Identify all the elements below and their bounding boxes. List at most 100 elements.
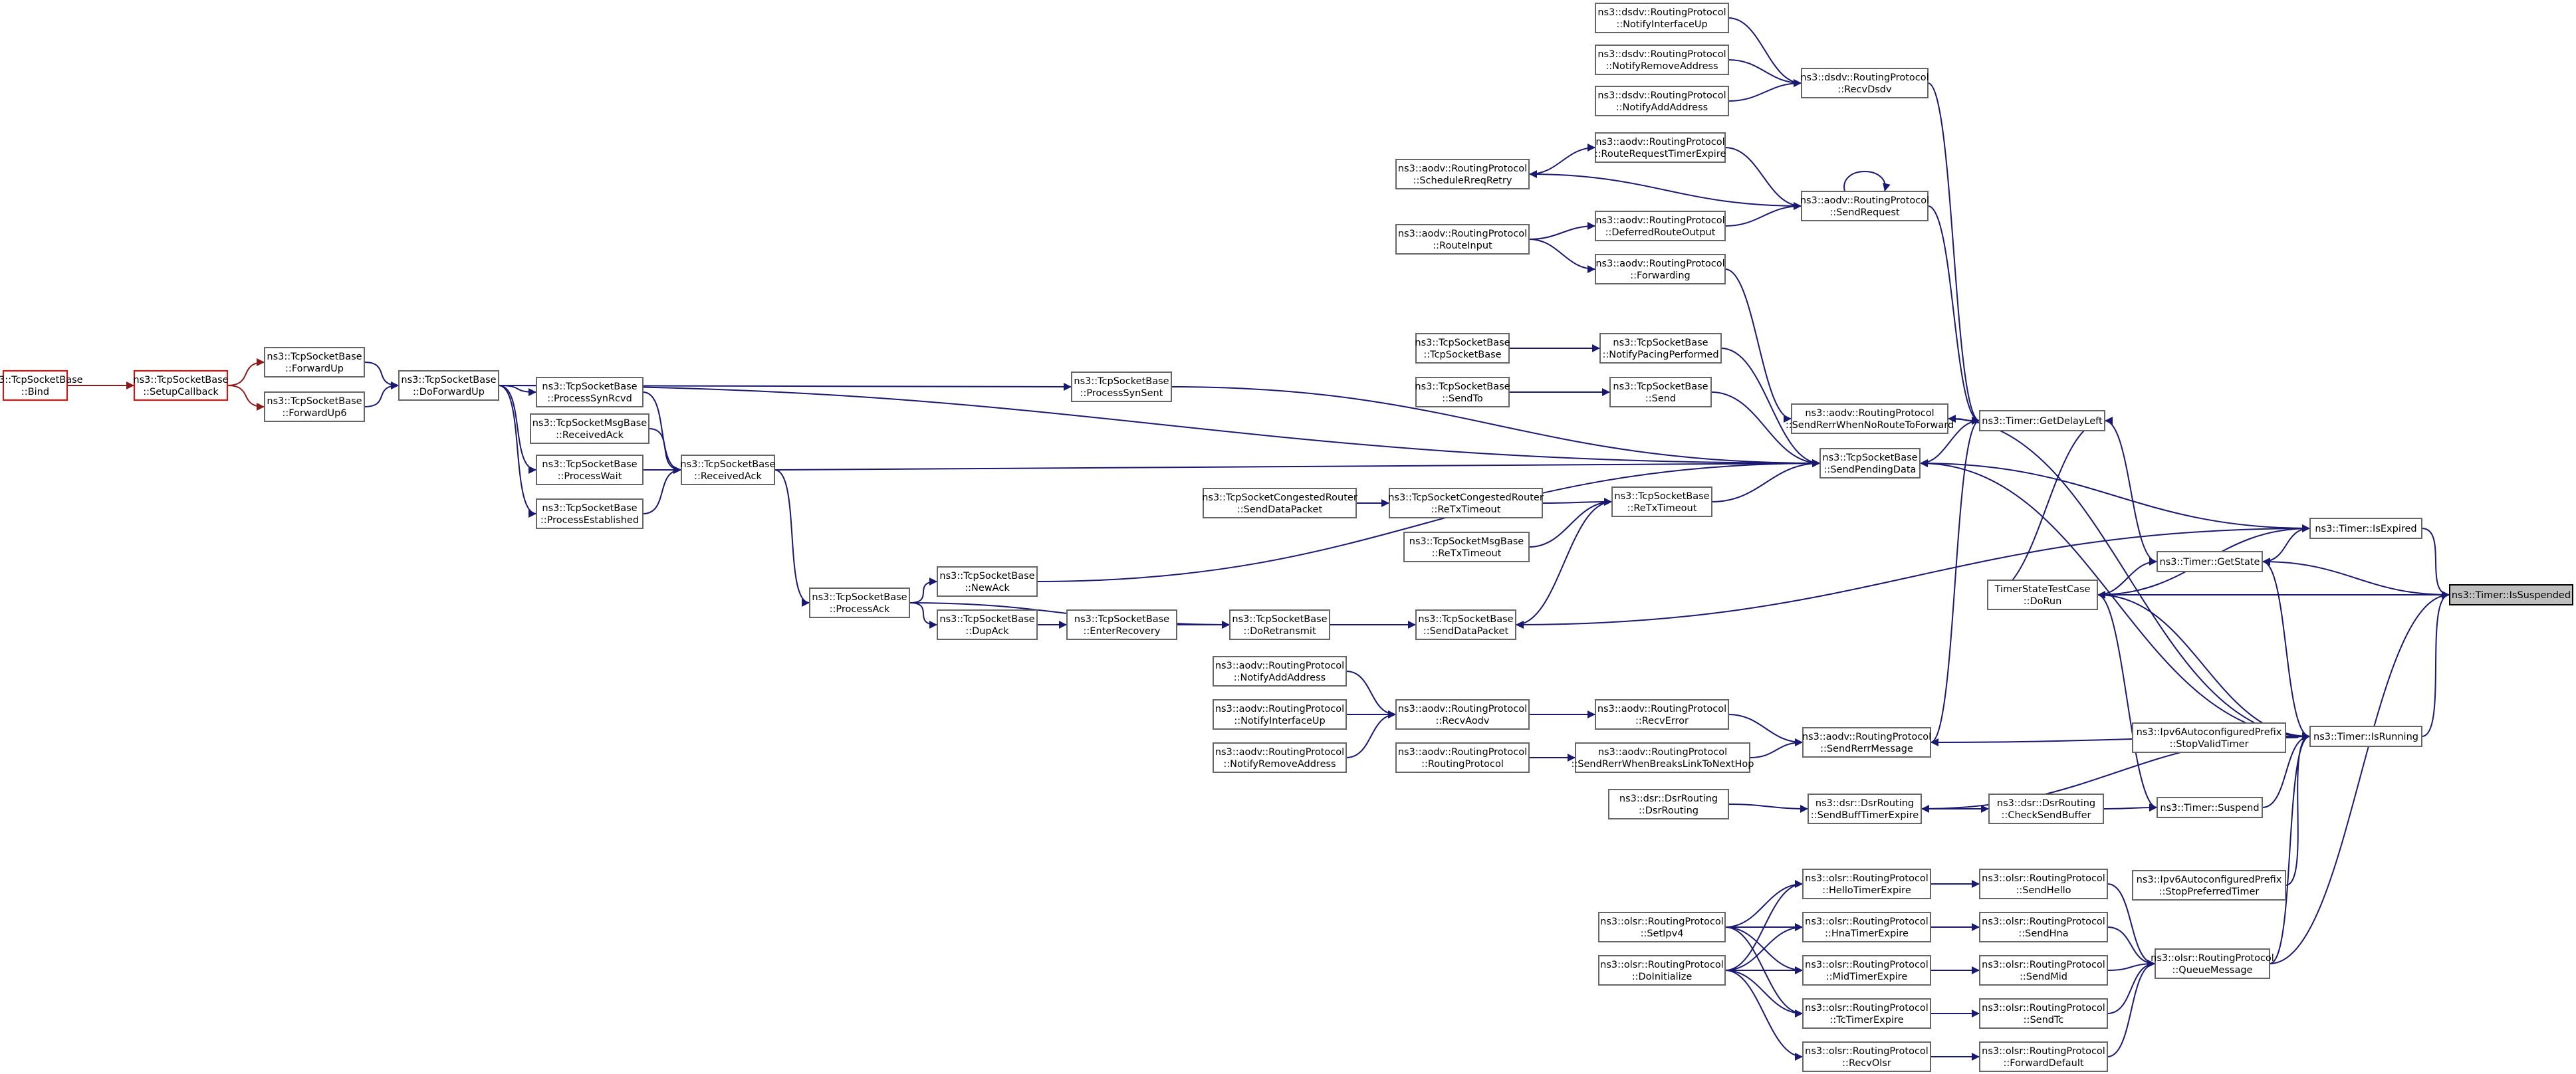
node-do-forward-up[interactable]: ns3::TcpSocketBase::DoForwardUp [398,370,499,401]
call-edge-timer-state-do-run-to-timer-get-delay-left [1987,417,2105,595]
node-setup-callback[interactable]: ns3::TcpSocketBase::SetupCallback [133,370,229,401]
node-send-pending-data[interactable]: ns3::TcpSocketBase::SendPendingData [1819,448,1921,479]
node-aodv-route-req-expire[interactable]: ns3::aodv::RoutingProtocol::RouteRequest… [1595,132,1726,163]
node-olsr-queue-message[interactable]: ns3::olsr::RoutingProtocol::QueueMessage [2151,948,2274,979]
node-label-line2: ::ProcessWait [558,471,622,482]
node-dsr-send-buff-timer[interactable]: ns3::dsr::DsrRouting::SendBuffTimerExpir… [1808,794,1922,824]
node-timer-is-suspended[interactable]: ns3::Timer::IsSuspended [2449,584,2573,605]
node-notify-pacing[interactable]: ns3::TcpSocketBase::NotifyPacingPerforme… [1599,333,1722,364]
node-process-ack[interactable]: ns3::TcpSocketBase::ProcessAck [809,588,910,618]
node-box [1611,486,1712,517]
node-forward-up6[interactable]: ns3::TcpSocketBase::ForwardUp6 [264,391,365,422]
node-tcp-msg-received-ack[interactable]: ns3::TcpSocketMsgBase::ReceivedAck [530,413,649,444]
node-send-to[interactable]: ns3::TcpSocketBase::SendTo [1415,377,1510,407]
call-edge-process-established-to-received-ack [642,466,682,514]
call-edge-timer-state-do-run-to-timer-get-state [2097,558,2158,595]
node-ipv6-stop-preferred[interactable]: ns3::Ipv6AutoconfiguredPrefix::StopPrefe… [2132,870,2286,901]
node-msg-re-tx-timeout[interactable]: ns3::TcpSocketMsgBase::ReTxTimeout [1403,532,1530,562]
node-label-line2: ::NotifyInterfaceUp [1616,19,1707,30]
node-dsdv-notify-if[interactable]: ns3::dsdv::RoutingProtocol::NotifyInterf… [1595,3,1729,33]
node-aodv-forwarding[interactable]: ns3::aodv::RoutingProtocol::Forwarding [1595,254,1726,284]
node-re-tx-timeout[interactable]: ns3::TcpSocketBase::ReTxTimeout [1611,486,1712,517]
node-olsr-tc-expire[interactable]: ns3::olsr::RoutingProtocol::TcTimerExpir… [1802,998,1931,1029]
node-aodv-notify-remove[interactable]: ns3::aodv::RoutingProtocol::NotifyRemove… [1213,742,1347,773]
node-olsr-hna-expire[interactable]: ns3::olsr::RoutingProtocol::HnaTimerExpi… [1802,912,1931,942]
node-dsdv-notify-remove[interactable]: ns3::dsdv::RoutingProtocol::NotifyRemove… [1595,45,1729,75]
node-process-syn-rcvd[interactable]: ns3::TcpSocketBase::ProcessSynRcvd [536,377,644,407]
node-timer-is-running[interactable]: ns3::Timer::IsRunning [2309,726,2422,747]
node-forward-up[interactable]: ns3::TcpSocketBase::ForwardUp [264,347,365,377]
node-timer-suspend[interactable]: ns3::Timer::Suspend [2157,797,2263,818]
node-enter-recovery[interactable]: ns3::TcpSocketBase::EnterRecovery [1066,609,1177,640]
node-box [1819,448,1921,479]
call-edge-timer-get-state-to-timer-get-delay-left [2104,417,2158,562]
node-dup-ack[interactable]: ns3::TcpSocketBase::DupAck [937,609,1038,640]
node-label-line1: ns3::Ipv6AutoconfiguredPrefix [2137,875,2282,885]
node-recv-aodv[interactable]: ns3::aodv::RoutingProtocol::RecvAodv [1395,699,1530,730]
node-bind[interactable]: ns3::TcpSocketBase::Bind [0,370,83,401]
node-new-ack[interactable]: ns3::TcpSocketBase::NewAck [937,566,1038,597]
node-process-syn-sent[interactable]: ns3::TcpSocketBase::ProcessSynSent [1071,372,1172,402]
node-olsr-send-hna[interactable]: ns3::olsr::RoutingProtocol::SendHna [1979,912,2108,942]
node-aodv-send-request[interactable]: ns3::aodv::RoutingProtocol::SendRequest [1800,191,1929,221]
node-olsr-hello-expire[interactable]: ns3::olsr::RoutingProtocol::HelloTimerEx… [1802,869,1931,899]
node-dsdv-recv-dsdv[interactable]: ns3::dsdv::RoutingProtocol::RecvDsdv [1800,68,1929,98]
node-label-line2: ::DoInitialize [1632,972,1693,982]
node-aodv-send-rerr-message[interactable]: ns3::aodv::RoutingProtocol::SendRerrMess… [1802,727,1931,758]
node-box [937,566,1038,597]
node-received-ack[interactable]: ns3::TcpSocketBase::ReceivedAck [680,455,776,485]
node-box [1595,3,1729,33]
node-aodv-schedule-rreq[interactable]: ns3::aodv::RoutingProtocol::ScheduleRreq… [1395,159,1530,189]
node-label-line2: ::SendTo [1442,393,1483,404]
node-aodv-notify-add[interactable]: ns3::aodv::RoutingProtocol::NotifyAddAdd… [1213,656,1347,687]
node-label-line1: ns3::olsr::RoutingProtocol [1805,1046,1929,1057]
node-aodv-send-rerr-no-route[interactable]: ns3::aodv::RoutingProtocol::SendRerrWhen… [1786,403,1954,434]
node-send-data-packet[interactable]: ns3::TcpSocketBase::SendDataPacket [1415,609,1516,640]
node-process-wait[interactable]: ns3::TcpSocketBase::ProcessWait [536,455,644,485]
node-timer-state-do-run[interactable]: TimerStateTestCase::DoRun [1987,580,2098,610]
node-do-retransmit[interactable]: ns3::TcpSocketBase::DoRetransmit [1229,609,1330,640]
node-send[interactable]: ns3::TcpSocketBase::Send [1609,377,1712,407]
node-box [1595,254,1726,284]
node-olsr-send-mid[interactable]: ns3::olsr::RoutingProtocol::SendMid [1979,955,2108,986]
node-label-line1: ns3::dsdv::RoutingProtocol [1597,7,1726,18]
node-label-line1: ns3::aodv::RoutingProtocol [1597,704,1726,714]
node-label-line1: ns3::Timer::GetDelayLeft [1982,416,2103,427]
node-timer-get-delay-left[interactable]: ns3::Timer::GetDelayLeft [1979,410,2105,431]
node-olsr-send-hello[interactable]: ns3::olsr::RoutingProtocol::SendHello [1979,869,2108,899]
node-aodv-send-rerr-breaks[interactable]: ns3::aodv::RoutingProtocol::SendRerrWhen… [1571,742,1754,773]
call-edge-send-pending-data-to-timer-get-delay-left [1919,417,1980,464]
node-timer-get-state[interactable]: ns3::Timer::GetState [2157,551,2263,572]
node-cong-send-data-packet[interactable]: ns3::TcpSocketCongestedRouter::SendDataP… [1202,488,1357,518]
node-aodv-notify-if[interactable]: ns3::aodv::RoutingProtocol::NotifyInterf… [1213,699,1347,730]
node-olsr-forward-default[interactable]: ns3::olsr::RoutingProtocol::ForwardDefau… [1979,1041,2108,1072]
node-dsr-check-send-buffer[interactable]: ns3::dsr::DsrRouting::CheckSendBuffer [1988,794,2104,824]
call-edge-msg-re-tx-timeout-to-re-tx-timeout [1528,498,1613,548]
node-timer-is-expired[interactable]: ns3::Timer::IsExpired [2309,518,2422,539]
node-aodv-routing-protocol[interactable]: ns3::aodv::RoutingProtocol::RoutingProto… [1395,742,1530,773]
node-olsr-recv-olsr[interactable]: ns3::olsr::RoutingProtocol::RecvOlsr [1802,1041,1931,1072]
node-olsr-mid-expire[interactable]: ns3::olsr::RoutingProtocol::MidTimerExpi… [1802,955,1931,986]
call-edge-timer-is-running-to-timer-is-suspended [2421,591,2450,737]
node-label-line1: ns3::TcpSocketBase [542,381,637,392]
node-aodv-deferred[interactable]: ns3::aodv::RoutingProtocol::DeferredRout… [1595,211,1726,241]
node-dsdv-notify-add[interactable]: ns3::dsdv::RoutingProtocol::NotifyAddAdd… [1595,86,1729,116]
node-box [1213,699,1347,730]
node-label-line2: ::DeferredRouteOutput [1605,227,1716,238]
node-olsr-send-tc[interactable]: ns3::olsr::RoutingProtocol::SendTc [1979,998,2108,1029]
node-tcp-ctor[interactable]: ns3::TcpSocketBase::TcpSocketBase [1415,333,1510,364]
call-edge-timer-is-expired-to-timer-is-suspended [2421,528,2450,599]
node-label-line2: ::ReceivedAck [556,430,624,441]
node-label-line1: ns3::TcpSocketBase [401,375,496,385]
node-aodv-route-input[interactable]: ns3::aodv::RoutingProtocol::RouteInput [1395,224,1530,255]
node-olsr-set-ipv4[interactable]: ns3::olsr::RoutingProtocol::SetIpv4 [1598,912,1726,942]
node-aodv-recv-error[interactable]: ns3::aodv::RoutingProtocol::RecvError [1595,699,1729,730]
node-ipv6-stop-valid[interactable]: ns3::Ipv6AutoconfiguredPrefix::StopValid… [2132,722,2286,753]
node-cong-re-tx-timeout[interactable]: ns3::TcpSocketCongestedRouter::ReTxTimeo… [1388,488,1544,518]
node-label-line1: ns3::TcpSocketBase [1613,338,1708,348]
node-label-line2: ::ProcessSynRcvd [547,393,632,404]
node-process-established[interactable]: ns3::TcpSocketBase::ProcessEstablished [536,498,644,529]
node-olsr-do-initialize[interactable]: ns3::olsr::RoutingProtocol::DoInitialize [1598,955,1726,986]
node-dsr-dsr-routing[interactable]: ns3::dsr::DsrRouting::DsrRouting [1608,789,1729,819]
